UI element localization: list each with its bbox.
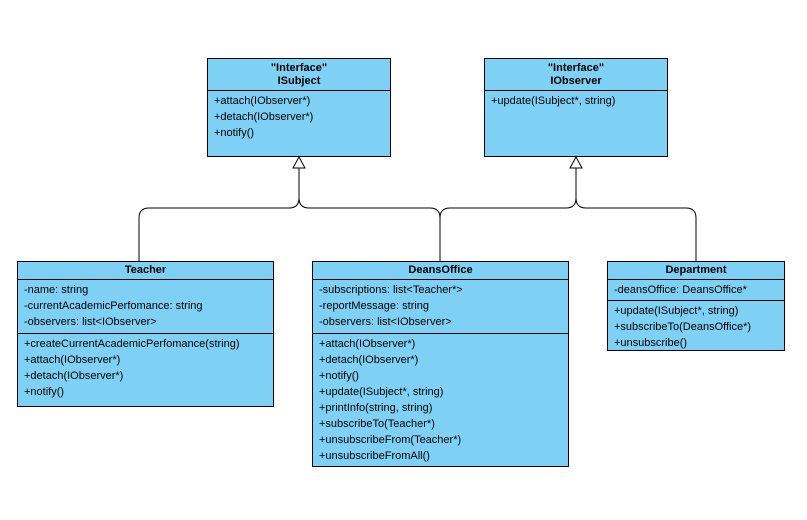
iobserver-inheritance-arrowhead [569, 155, 583, 169]
methods-section: +update(ISubject*, string) +subscribeTo(… [608, 300, 784, 351]
attributes-section: -subscriptions: list<Teacher*> -reportMe… [313, 280, 568, 333]
method-row: +notify() [214, 127, 255, 139]
deansoffice-to-isubject-edge [298, 168, 441, 261]
method-row: +subscribeTo(Teacher*) [319, 418, 435, 430]
isubject-inheritance-arrowhead [292, 155, 306, 169]
class-isubject[interactable]: "Interface" ISubject +attach(IObserver*)… [207, 58, 391, 157]
method-row: +notify() [319, 370, 360, 382]
method-row: +update(ISubject*, string) [614, 305, 739, 317]
attribute-row: -subscriptions: list<Teacher*> [319, 284, 463, 296]
stereotype-label: "Interface" [270, 62, 328, 74]
method-row: +attach(IObserver*) [214, 95, 311, 107]
attribute-row: -deansOffice: DeansOffice* [614, 284, 747, 296]
method-row: +unsubscribe() [614, 337, 688, 349]
methods-section: +update(ISubject*, string) [485, 91, 667, 109]
attribute-row: -currentAcademicPerfomance: string [24, 300, 203, 312]
method-row: +createCurrentAcademicPerfomance(string) [24, 338, 240, 350]
method-row: +printInfo(string, string) [319, 402, 433, 414]
class-department[interactable]: Department -deansOffice: DeansOffice* +u… [607, 261, 785, 351]
attribute-row: -observers: list<IObserver> [319, 316, 452, 328]
method-row: +update(ISubject*, string) [491, 95, 616, 107]
method-row: +unsubscribeFrom(Teacher*) [319, 434, 462, 446]
attribute-row: -observers: list<IObserver> [24, 316, 157, 328]
deansoffice-to-iobserver-edge [439, 168, 577, 261]
class-name: IObserver [550, 75, 602, 87]
methods-section: +createCurrentAcademicPerfomance(string)… [18, 333, 273, 400]
class-teacher[interactable]: Teacher -name: string -currentAcademicPe… [17, 261, 274, 407]
attributes-section: -name: string -currentAcademicPerfomance… [18, 280, 273, 333]
teacher-to-isubject-edge [138, 168, 300, 261]
attributes-section: -deansOffice: DeansOffice* [608, 280, 784, 300]
method-row: +detach(IObserver*) [24, 370, 124, 382]
method-row: +detach(IObserver*) [319, 354, 419, 366]
department-to-iobserver-edge [575, 168, 697, 261]
attribute-row: -reportMessage: string [319, 300, 430, 312]
class-deansoffice[interactable]: DeansOffice -subscriptions: list<Teacher… [312, 261, 569, 467]
class-name: DeansOffice [408, 264, 473, 276]
stereotype-label: "Interface" [547, 62, 605, 74]
method-row: +subscribeTo(DeansOffice*) [614, 321, 752, 333]
class-name: Department [665, 264, 727, 276]
method-row: +update(ISubject*, string) [319, 386, 444, 398]
method-row: +unsubscribeFromAll() [319, 450, 430, 462]
attribute-row: -name: string [24, 284, 89, 296]
method-row: +attach(IObserver*) [319, 338, 416, 350]
class-name: ISubject [277, 75, 321, 87]
class-name: Teacher [124, 264, 167, 276]
method-row: +attach(IObserver*) [24, 354, 121, 366]
methods-section: +attach(IObserver*) +detach(IObserver*) … [208, 91, 390, 141]
method-row: +notify() [24, 386, 65, 398]
methods-section: +attach(IObserver*) +detach(IObserver*) … [313, 333, 568, 464]
class-iobserver[interactable]: "Interface" IObserver +update(ISubject*,… [484, 58, 668, 157]
method-row: +detach(IObserver*) [214, 111, 314, 123]
